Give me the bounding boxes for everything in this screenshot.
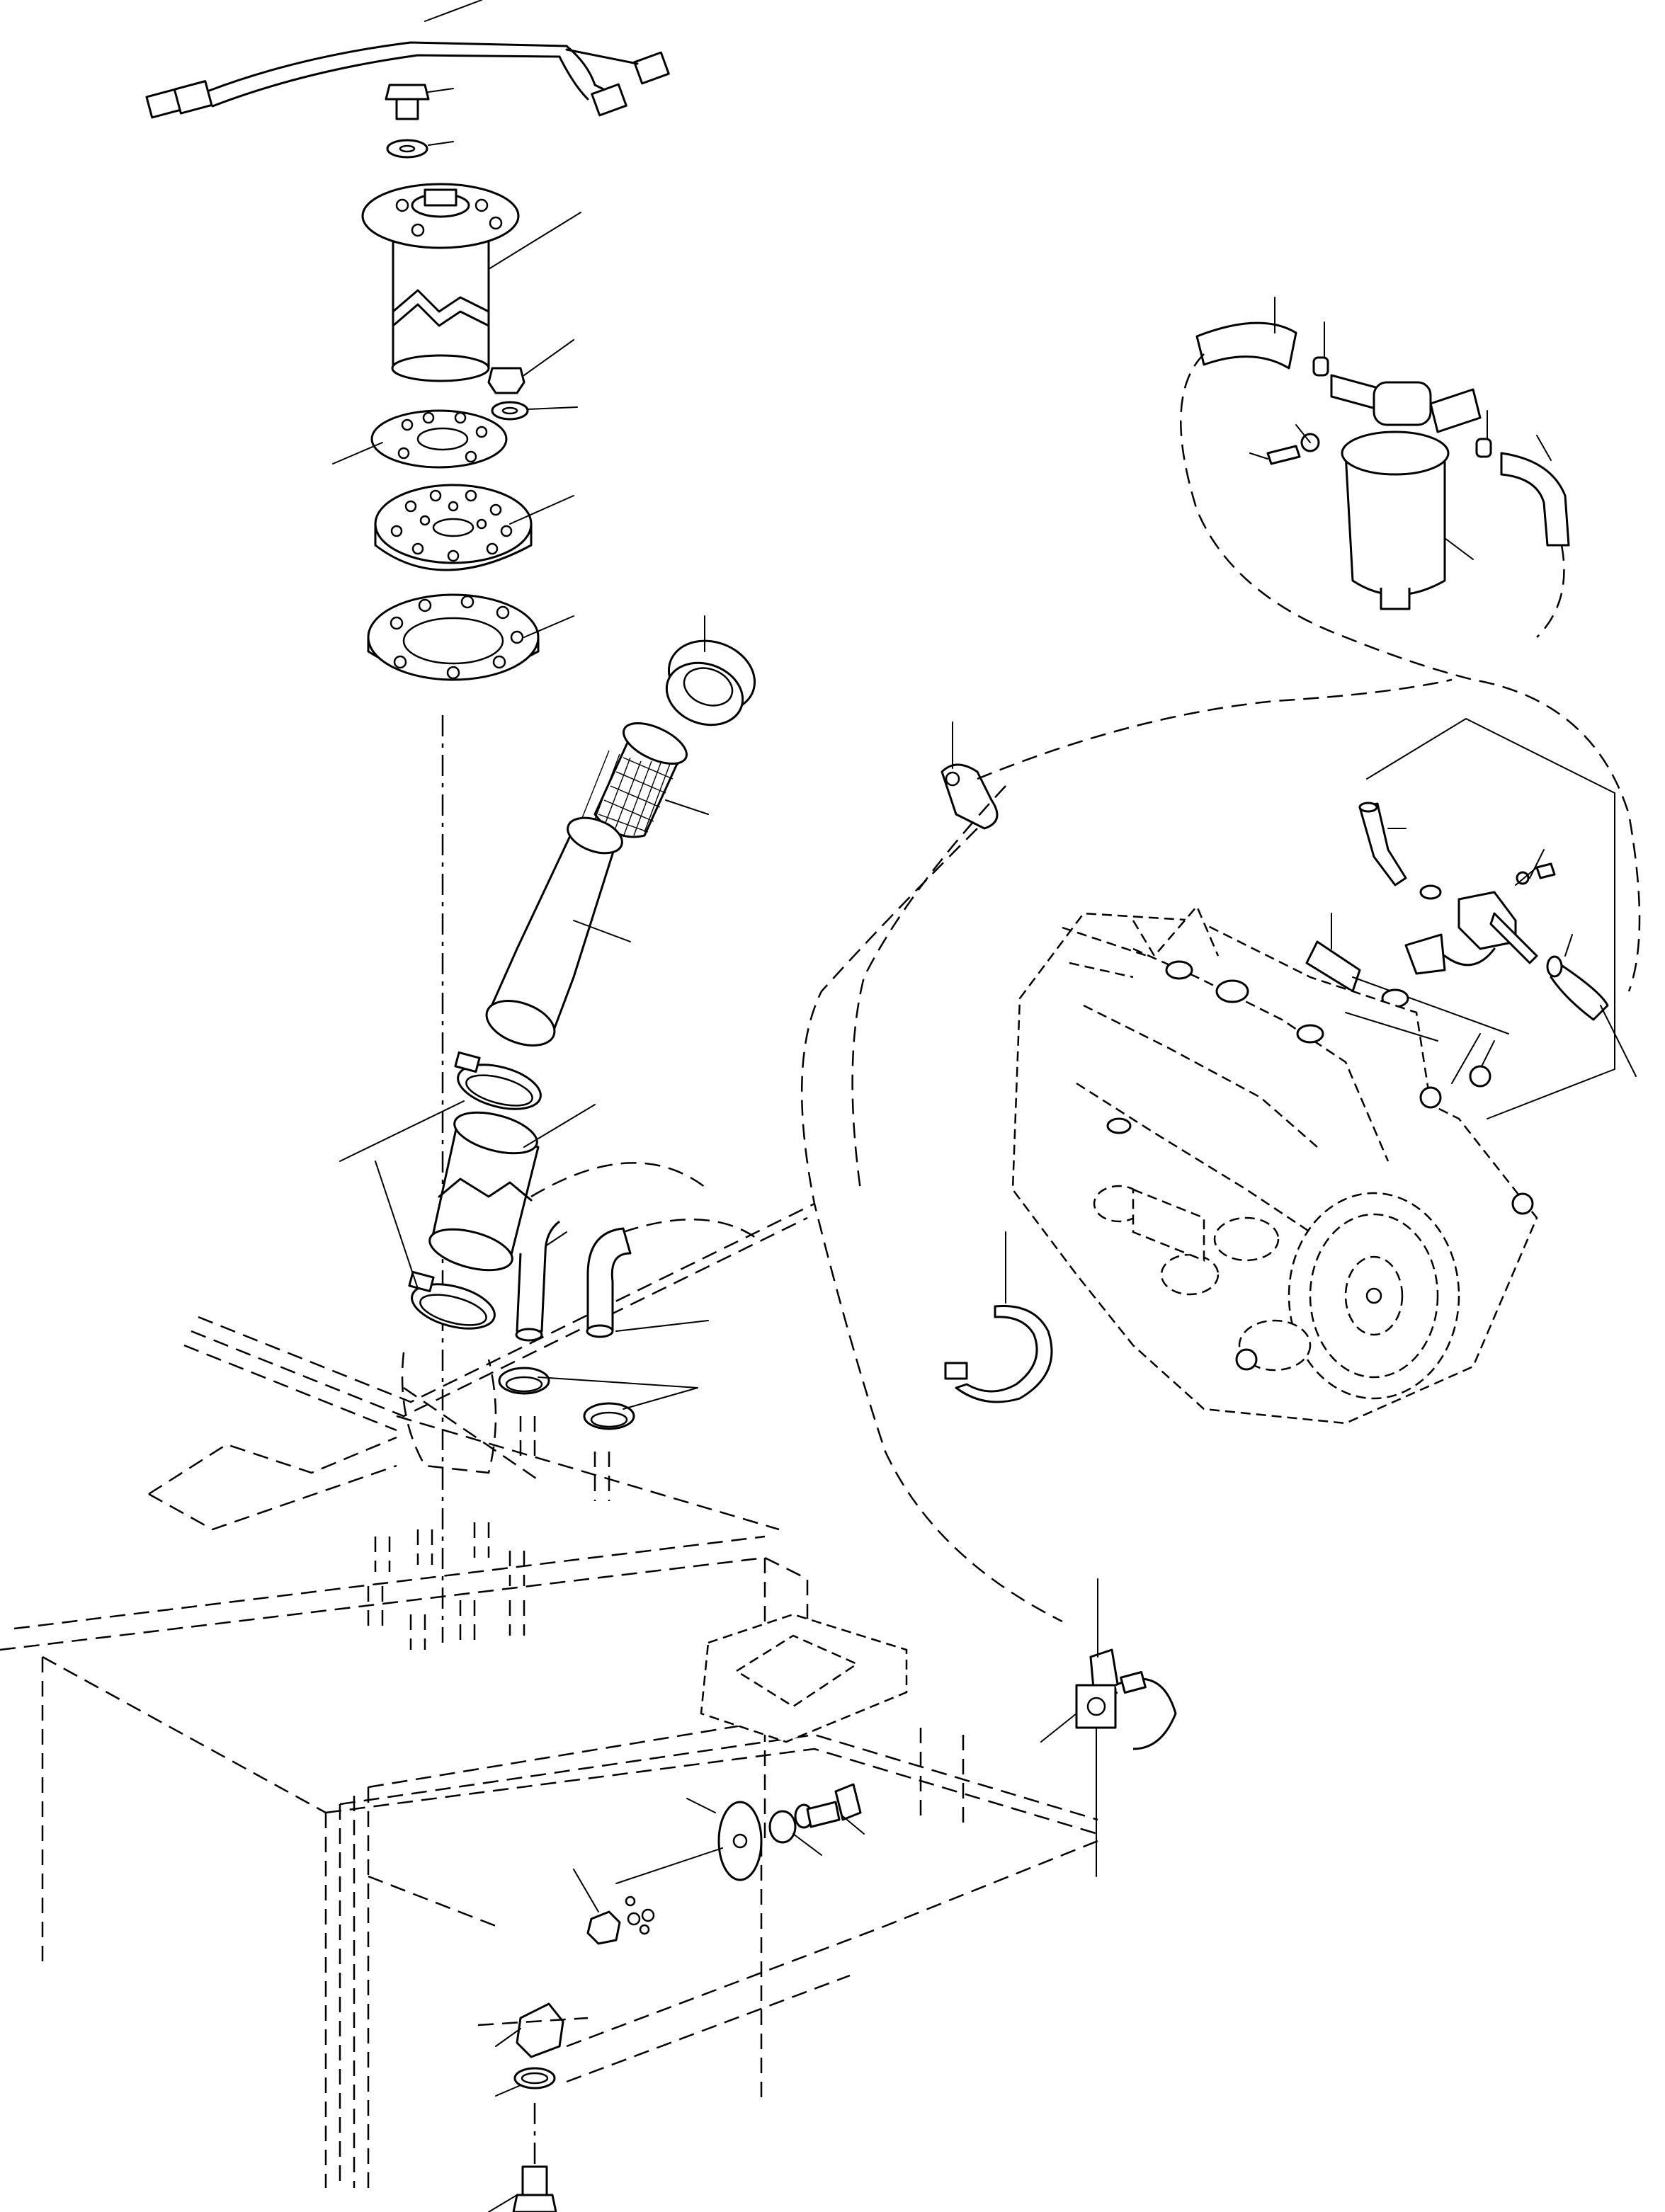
wiring-harness xyxy=(145,0,670,119)
drain-plate xyxy=(615,1613,908,1884)
vent-hose xyxy=(515,1162,709,1342)
hose-clamps xyxy=(339,1051,542,1330)
fuel-filter xyxy=(1180,297,1641,992)
engine xyxy=(1011,904,1538,1425)
plug-bolt xyxy=(488,2103,557,2212)
bolt-and-washer xyxy=(768,1783,865,1856)
washer xyxy=(386,139,454,159)
tank-flange-gasket xyxy=(367,593,574,681)
fuel-tank xyxy=(0,1202,1098,2188)
filler-tube xyxy=(428,1104,596,1272)
electric-fuel-pump xyxy=(1305,717,1637,1119)
tank-pickup-tubes xyxy=(367,1352,525,1650)
filler-cap xyxy=(665,615,756,726)
nut-and-washers xyxy=(573,1869,655,1945)
return-hose xyxy=(586,1219,758,1338)
line-clamps xyxy=(498,1367,698,1501)
line-clamp xyxy=(1040,1578,1177,1877)
sender-gasket xyxy=(332,409,508,469)
filler-strainer xyxy=(580,722,709,838)
fuel-level-sender xyxy=(361,183,581,382)
drain-plug xyxy=(477,2002,589,2058)
fuel-line-clip xyxy=(800,678,1453,1623)
filler-neck-hose xyxy=(485,816,631,1047)
bolt xyxy=(385,84,454,120)
hose-band xyxy=(944,1231,1053,1403)
copper-gasket xyxy=(495,2067,556,2097)
lock-washer xyxy=(491,401,578,421)
nut xyxy=(487,339,574,394)
sender-mounting-plate xyxy=(374,484,574,571)
